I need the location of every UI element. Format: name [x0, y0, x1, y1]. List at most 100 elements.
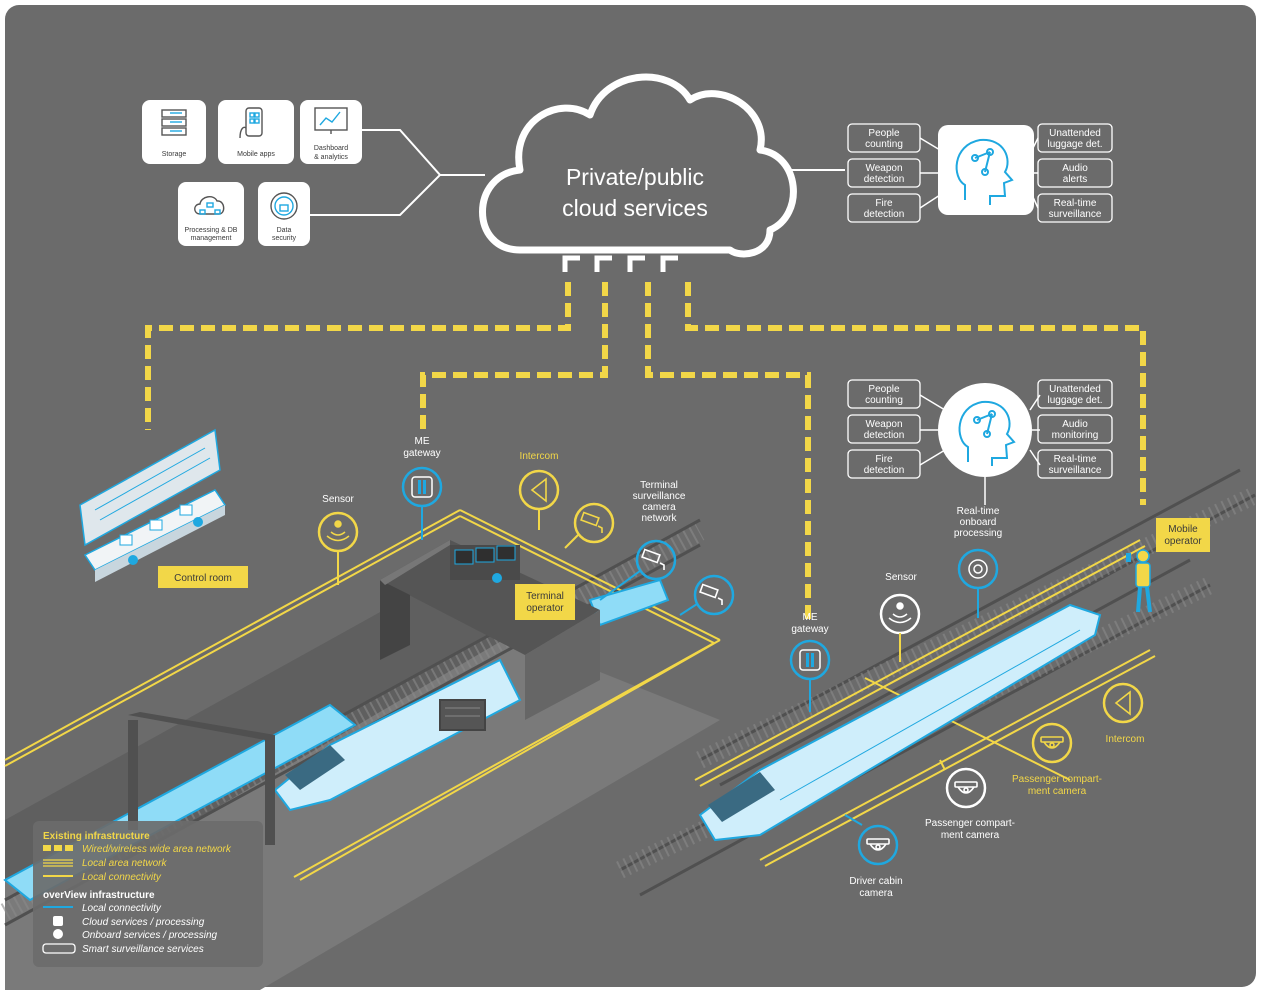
- ai-label: Real-time: [1054, 198, 1097, 209]
- terminal-train-front: [273, 658, 522, 812]
- control-room-illustration: [79, 428, 227, 582]
- camera-label: ment camera: [1028, 786, 1087, 797]
- ai-label: surveillance: [1049, 209, 1102, 220]
- mobile-operator-text: operator: [1164, 536, 1202, 547]
- legend-existing-title: Existing infrastructure: [43, 831, 150, 842]
- legend-lan-swatch: [43, 859, 73, 867]
- control-room-label: Control room: [158, 566, 248, 588]
- ai-left-boxes: People counting Weapon detection Fire de…: [847, 123, 921, 223]
- terminal-operator-label: Terminal operator: [492, 573, 575, 620]
- legend-item: Smart surveillance services: [82, 944, 204, 955]
- operator-figure: [1126, 549, 1152, 613]
- service-label: Mobile apps: [237, 151, 275, 158]
- service-tile-storage: Storage: [142, 100, 206, 164]
- shield-lock-icon: [270, 192, 298, 220]
- processing-label: processing: [954, 528, 1002, 539]
- legend-square-swatch: [53, 916, 63, 926]
- service-tile-processing-db: Processing & DB management: [178, 182, 244, 246]
- legend-item: Local connectivity: [82, 872, 162, 883]
- sensor-right: Sensor: [879, 572, 921, 662]
- sensor-label: Sensor: [885, 572, 917, 583]
- driver-cabin-camera: Driver cabin camera: [844, 814, 903, 899]
- intercom-train: Intercom: [1102, 682, 1145, 745]
- me-gateway-right: ME gateway: [789, 612, 831, 712]
- ai-label: luggage det.: [1047, 139, 1102, 150]
- legend-wan-swatch: [43, 845, 73, 851]
- gateway-label: gateway: [791, 624, 828, 635]
- terminal-operator-text: Terminal: [526, 591, 564, 602]
- service-tile-data-security: Data security: [258, 182, 310, 246]
- camera-label: Passenger compart-: [925, 818, 1015, 829]
- wide-area-network-lines: [145, 282, 1146, 620]
- camera-icon: [580, 511, 603, 533]
- passenger-camera-white: Passenger compart- ment camera: [925, 759, 1015, 841]
- camera-label: Passenger compart-: [1012, 774, 1102, 785]
- ai-left-boxes: People counting Weapon detection Fire de…: [847, 379, 921, 479]
- realtime-onboard-processing: Real-time onboard processing: [954, 506, 1002, 618]
- camera-label: ment camera: [941, 830, 1000, 841]
- speaker-icon: [1114, 690, 1131, 716]
- ai-services-cloud: People counting Weapon detection Fire de…: [847, 123, 1113, 223]
- ai-label: Audio: [1062, 163, 1088, 174]
- processing-label: Real-time: [957, 506, 1000, 517]
- mobile-operator: Mobile operator: [1126, 518, 1210, 613]
- camera-label: Driver cabin: [849, 876, 902, 887]
- gateway-device-icon: [411, 476, 433, 498]
- dome-camera-icon: [954, 781, 978, 794]
- camera-icon: [699, 583, 723, 605]
- ai-right-boxes: Unattended luggage det. Audio monitoring…: [1037, 379, 1113, 479]
- ai-label: Unattended: [1049, 384, 1101, 395]
- dashboard-chart-icon: [314, 107, 348, 134]
- cloud-services: Private/public cloud services: [479, 73, 797, 258]
- ai-label: monitoring: [1052, 430, 1099, 441]
- camera-label: camera: [859, 888, 893, 899]
- ai-label: counting: [865, 395, 903, 406]
- legend-circle-swatch: [53, 929, 63, 939]
- intercom-label: Intercom: [520, 451, 559, 462]
- cloud-title-line2: cloud services: [562, 195, 708, 221]
- dome-camera-icon: [1040, 736, 1064, 749]
- intercom-label: Intercom: [1106, 734, 1145, 745]
- local-area-network-lines: [4, 509, 1156, 881]
- ai-label: alerts: [1063, 174, 1087, 185]
- server-stack-icon: [161, 109, 187, 136]
- ai-label: Fire: [875, 198, 893, 209]
- service-label: Data: [277, 227, 292, 234]
- ai-label: Real-time: [1054, 454, 1097, 465]
- sensor-waves-icon: [888, 602, 912, 624]
- ai-brain-circle: [938, 383, 1032, 477]
- ai-label: Unattended: [1049, 128, 1101, 139]
- intercom-terminal: Intercom: [518, 451, 560, 530]
- ai-right-boxes: Unattended luggage det. Audio alerts Rea…: [1037, 123, 1113, 223]
- gear-chip-icon: [968, 559, 988, 579]
- camera-network-label: surveillance: [633, 491, 686, 502]
- cloud-title-line1: Private/public: [566, 164, 704, 190]
- operator-figure: [492, 573, 502, 583]
- departure-board: [439, 699, 486, 731]
- legend-item: Onboard services / processing: [82, 930, 218, 941]
- ai-label: detection: [864, 209, 905, 220]
- onboard-train: [698, 603, 1102, 842]
- ai-label: Weapon: [865, 419, 902, 430]
- legend-overview-title: overView infrastructure: [43, 890, 155, 901]
- service-label: & analytics: [314, 154, 348, 161]
- ai-label: People: [868, 384, 900, 395]
- legend-item: Wired/wireless wide area network: [82, 844, 232, 855]
- ai-label: luggage det.: [1047, 395, 1102, 406]
- service-label: management: [191, 235, 232, 242]
- gateway-label: ME: [415, 436, 430, 447]
- ai-label: detection: [864, 430, 905, 441]
- ai-label: Weapon: [865, 163, 902, 174]
- sensor-left: Sensor: [317, 494, 359, 585]
- service-tile-dashboard: Dashboard & analytics: [300, 100, 362, 164]
- processing-label: onboard: [960, 517, 997, 528]
- speaker-icon: [530, 477, 547, 503]
- ai-label: People: [868, 128, 900, 139]
- mobile-app-icon: [239, 107, 263, 139]
- gateway-device-icon: [799, 649, 821, 671]
- camera-network-label: network: [641, 513, 677, 524]
- legend-rounded-swatch: [42, 943, 76, 954]
- ai-services-onboard: People counting Weapon detection Fire de…: [847, 379, 1113, 505]
